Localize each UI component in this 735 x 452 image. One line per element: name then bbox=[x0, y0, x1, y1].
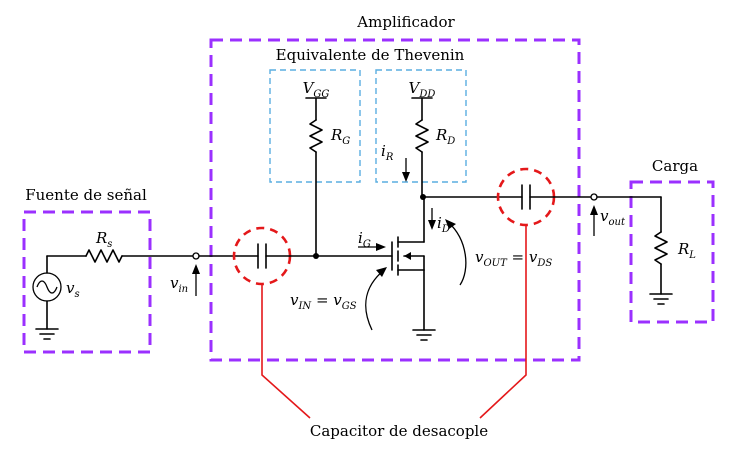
rg-resistor bbox=[309, 119, 323, 153]
ig-arrow bbox=[358, 243, 386, 251]
rs-label: Rs bbox=[95, 229, 112, 250]
rl-label: RL bbox=[677, 240, 696, 261]
output-coupling-capacitor bbox=[521, 184, 531, 210]
amplifier-block bbox=[209, 38, 581, 362]
ig-label: iG bbox=[358, 229, 371, 250]
source-label: Fuente de señal bbox=[25, 186, 147, 204]
mosfet-ground-icon bbox=[412, 329, 436, 341]
rl-resistor bbox=[654, 231, 668, 265]
ir-arrow bbox=[402, 158, 410, 182]
load-ground-icon bbox=[649, 293, 673, 305]
signal-source: vs Rs bbox=[32, 229, 194, 340]
vout-arrow bbox=[590, 205, 598, 236]
output-node bbox=[590, 193, 598, 201]
mosfet-transistor bbox=[391, 236, 425, 276]
vgg-label: VGG bbox=[303, 79, 330, 100]
vgs-curved-arrow bbox=[365, 267, 387, 331]
vout-vds-label: vOUT = vDS bbox=[475, 248, 552, 269]
rd-label: RD bbox=[435, 126, 455, 147]
input-coupling-capacitor bbox=[257, 243, 267, 269]
load-block bbox=[629, 180, 715, 324]
amplifier-label: Amplificador bbox=[356, 13, 455, 31]
vout-label: vout bbox=[600, 207, 626, 228]
ground-icon bbox=[35, 328, 59, 340]
decoupling-capacitor-label: Capacitor de desacople bbox=[310, 422, 488, 440]
pointer-line-output-capacitor bbox=[479, 225, 527, 419]
load-label: Carga bbox=[652, 157, 698, 175]
sine-icon bbox=[36, 280, 58, 294]
thevenin-vdd-box bbox=[375, 69, 467, 183]
vds-curved-arrow bbox=[445, 219, 467, 286]
source-block bbox=[22, 210, 152, 354]
vin-label: vin bbox=[170, 274, 188, 295]
thevenin-vgg-box bbox=[269, 69, 361, 183]
thevenin-label: Equivalente de Thevenin bbox=[276, 46, 465, 64]
input-node bbox=[192, 252, 200, 260]
id-label: iD bbox=[437, 214, 450, 235]
vs-label: vs bbox=[66, 279, 80, 300]
ir-label: iR bbox=[381, 142, 394, 163]
rg-label: RG bbox=[330, 126, 350, 147]
rd-resistor bbox=[415, 119, 429, 153]
rs-resistor bbox=[85, 249, 123, 263]
vdd-label: VDD bbox=[409, 79, 436, 100]
vin-vgs-label: vIN = vGS bbox=[290, 291, 357, 312]
pointer-line-input-capacitor bbox=[261, 284, 311, 419]
id-arrow bbox=[428, 208, 436, 230]
vin-arrow bbox=[192, 264, 200, 296]
